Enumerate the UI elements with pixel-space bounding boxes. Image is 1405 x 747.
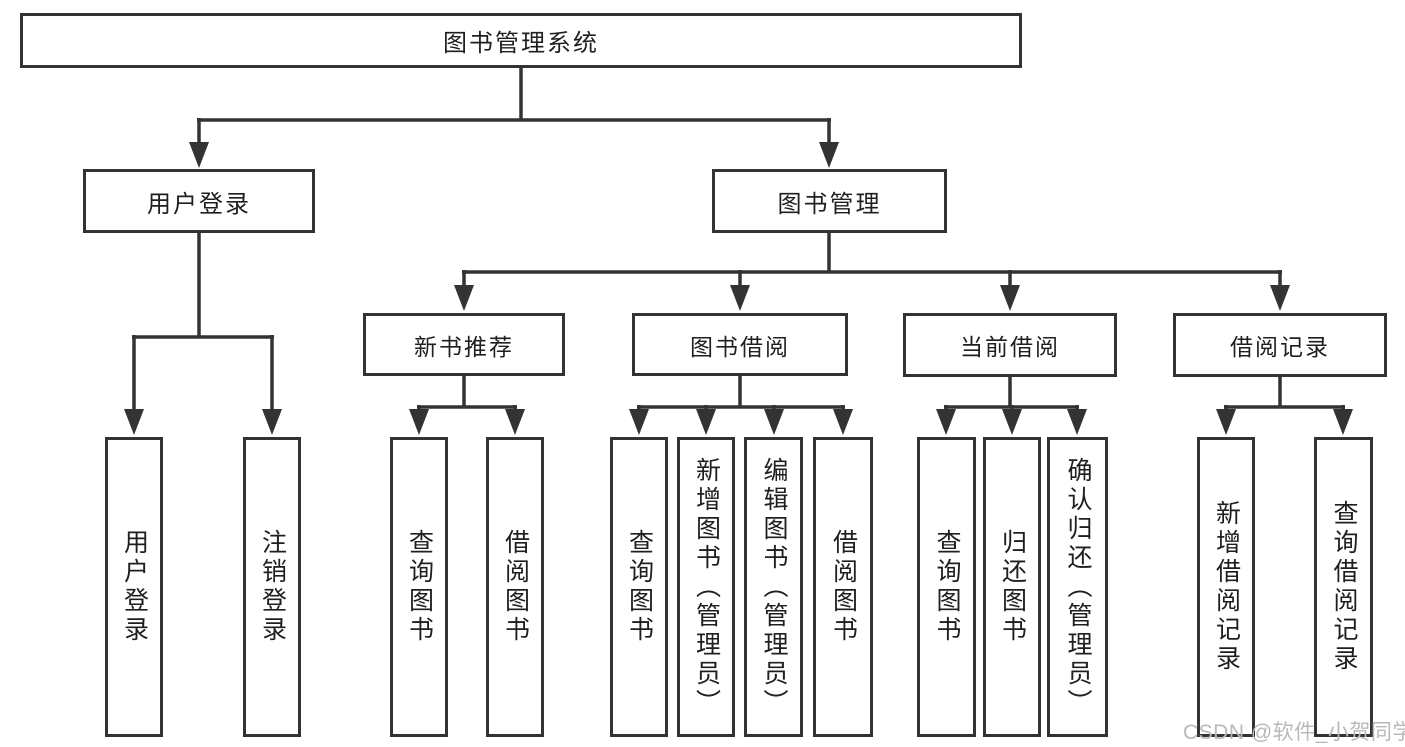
arrowhead [764, 409, 784, 435]
leaf-label: 借阅图书 [829, 529, 858, 645]
leaf-label: 查询图书 [405, 529, 434, 645]
leaf-label: 编辑图书（管理员） [760, 456, 788, 718]
arrowhead [1270, 285, 1290, 311]
arrowhead [819, 142, 839, 168]
arrowhead [454, 285, 474, 311]
arrowhead [262, 409, 282, 435]
connector-book-management [454, 233, 1290, 311]
arrowhead [189, 142, 209, 168]
node-borrow-record: 借阅记录 [1173, 313, 1387, 377]
leaf-borrow-book: 借阅图书 [813, 437, 873, 737]
leaf-label: 查询图书 [933, 529, 961, 645]
connector-borrow-record [1216, 377, 1353, 435]
leaf-label: 确认归还（管理员） [1064, 456, 1092, 718]
arrowhead [1333, 409, 1353, 435]
arrowhead [1002, 409, 1022, 435]
node-book-management: 图书管理 [712, 169, 947, 233]
arrowhead [696, 409, 716, 435]
leaf-label: 新增图书（管理员） [692, 456, 721, 718]
arrowhead [833, 409, 853, 435]
node-new-book-recommend: 新书推荐 [363, 313, 565, 376]
leaf-label: 查询借阅记录 [1330, 500, 1358, 674]
arrowhead [505, 409, 525, 435]
node-user-login: 用户登录 [83, 169, 315, 233]
node-book-borrow: 图书借阅 [632, 313, 848, 376]
arrowhead [124, 409, 144, 435]
leaf-edit-book-admin: 编辑图书（管理员） [744, 437, 803, 737]
leaf-label: 新增借阅记录 [1212, 500, 1241, 674]
leaf-label: 归还图书 [998, 529, 1027, 645]
arrowhead [1216, 409, 1236, 435]
leaf-logout: 注销登录 [243, 437, 301, 737]
arrowhead [1000, 285, 1020, 311]
leaf-query-book-current: 查询图书 [917, 437, 976, 737]
leaf-query-book-recommend: 查询图书 [390, 437, 448, 737]
leaf-borrow-book-recommend: 借阅图书 [486, 437, 544, 737]
leaf-confirm-return-admin: 确认归还（管理员） [1047, 437, 1108, 737]
arrowhead [1067, 409, 1087, 435]
arrowhead [730, 285, 750, 311]
connector-user-login [124, 233, 282, 435]
arrowhead [409, 409, 429, 435]
arrowhead [936, 409, 956, 435]
leaf-label: 借阅图书 [501, 529, 530, 645]
leaf-add-book-admin: 新增图书（管理员） [677, 437, 735, 737]
node-current-borrow: 当前借阅 [903, 313, 1117, 377]
leaf-query-book-borrow: 查询图书 [610, 437, 668, 737]
leaf-return-book: 归还图书 [983, 437, 1041, 737]
connector-current-borrow [936, 377, 1087, 435]
leaf-add-borrow-record: 新增借阅记录 [1197, 437, 1255, 737]
leaf-label: 查询图书 [625, 529, 654, 645]
arrowhead [629, 409, 649, 435]
leaf-user-login: 用户登录 [105, 437, 163, 737]
node-root: 图书管理系统 [20, 13, 1022, 68]
connector-root [189, 68, 839, 168]
leaf-query-borrow-record: 查询借阅记录 [1314, 437, 1373, 737]
leaf-label: 用户登录 [120, 529, 149, 645]
connector-book-borrow [629, 376, 853, 435]
connector-new-book-recommend [409, 376, 525, 435]
watermark: CSDN @软件_小贺同学 [1183, 721, 1405, 744]
leaf-label: 注销登录 [258, 529, 287, 645]
